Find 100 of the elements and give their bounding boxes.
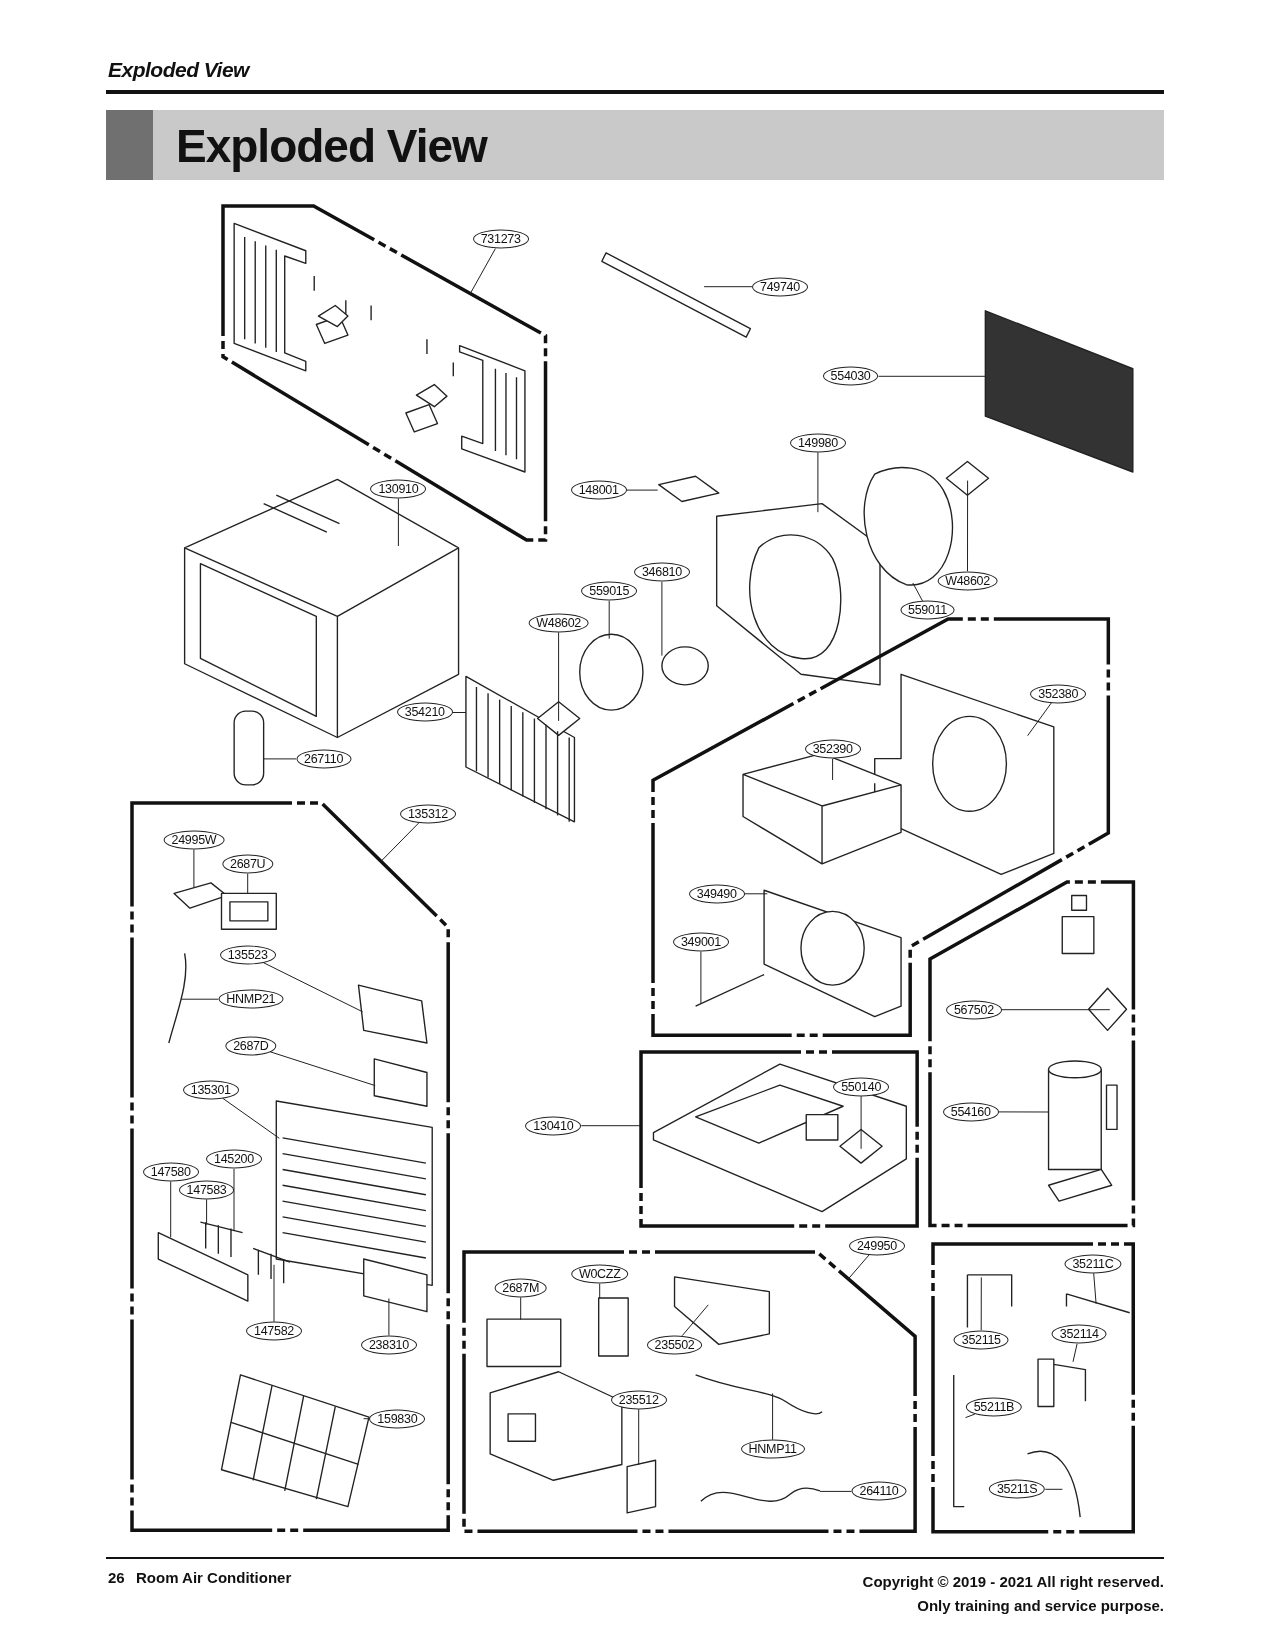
leader-line bbox=[193, 849, 195, 888]
callout-number: 149980 bbox=[789, 433, 846, 453]
callout-number: 235512 bbox=[610, 1390, 667, 1410]
leader-line bbox=[580, 1125, 642, 1127]
callout-number: 349001 bbox=[672, 932, 729, 952]
leader-line bbox=[1027, 702, 1052, 737]
leader-line bbox=[222, 1097, 280, 1139]
leader-line bbox=[247, 873, 249, 895]
leader-line bbox=[980, 1276, 982, 1331]
leader-line bbox=[269, 1051, 376, 1087]
leader-line bbox=[397, 498, 399, 547]
callout-number: 147582 bbox=[246, 1321, 302, 1341]
callout-number: 267110 bbox=[296, 749, 352, 769]
callout-number: 346810 bbox=[633, 562, 690, 582]
callout-number: 567502 bbox=[945, 1000, 1002, 1020]
part-group-outline bbox=[653, 618, 1109, 1035]
callout-number: 731273 bbox=[472, 229, 529, 249]
callout-number: 2687M bbox=[494, 1278, 547, 1298]
leader-line bbox=[1044, 1488, 1063, 1490]
leader-line bbox=[1093, 1272, 1097, 1305]
callout-number: 24995W bbox=[163, 830, 225, 850]
leader-line bbox=[819, 1490, 852, 1492]
leader-line bbox=[967, 480, 969, 572]
leader-line bbox=[608, 600, 610, 640]
callout-number: 352114 bbox=[1051, 1324, 1107, 1344]
callout-number: 55211B bbox=[965, 1397, 1023, 1417]
callout-number: 352115 bbox=[953, 1330, 1009, 1350]
callout-number: 238310 bbox=[360, 1335, 417, 1355]
callout-number: 135523 bbox=[219, 945, 276, 965]
leader-line bbox=[1072, 1343, 1078, 1363]
callout-number: 559011 bbox=[900, 600, 955, 620]
callout-number: HNMP11 bbox=[740, 1439, 805, 1459]
callout-number: 550140 bbox=[833, 1077, 890, 1097]
callout-number: W48602 bbox=[528, 613, 589, 633]
callout-number: W48602 bbox=[937, 571, 998, 591]
callout-number: 135312 bbox=[399, 804, 456, 824]
leader-line bbox=[878, 375, 986, 377]
callout-number: 130910 bbox=[370, 479, 427, 499]
leader-line bbox=[860, 1095, 862, 1150]
callout-number: HNMP21 bbox=[218, 989, 284, 1009]
callout-number: 354210 bbox=[396, 703, 453, 722]
usage-note: Only training and service purpose. bbox=[917, 1597, 1164, 1614]
leader-line bbox=[388, 1298, 390, 1336]
leader-line bbox=[626, 489, 659, 491]
callout-number: 352390 bbox=[804, 739, 861, 759]
leader-line bbox=[263, 962, 364, 1013]
leader-line bbox=[681, 1304, 709, 1337]
leader-line bbox=[273, 1264, 275, 1323]
callout-number: 35211C bbox=[1064, 1254, 1122, 1274]
callout-number: 147580 bbox=[142, 1162, 199, 1182]
callout-number: 2687U bbox=[222, 854, 274, 874]
leader-line bbox=[1001, 1009, 1111, 1011]
callout-number: 264110 bbox=[851, 1481, 907, 1501]
callout-number: 135301 bbox=[182, 1080, 239, 1100]
leader-line bbox=[263, 758, 297, 760]
part-group-outline bbox=[131, 803, 448, 1531]
leader-line bbox=[912, 582, 923, 602]
leader-line bbox=[847, 1254, 870, 1280]
part-group-outline bbox=[932, 1243, 1133, 1532]
callout-number: 249950 bbox=[848, 1236, 905, 1256]
leader-line bbox=[661, 581, 663, 657]
running-header: Exploded View bbox=[108, 58, 249, 82]
callout-number: 349490 bbox=[688, 884, 745, 904]
page-title: Exploded View bbox=[176, 119, 487, 173]
callout-number: 35211S bbox=[988, 1479, 1046, 1499]
callout-number: 352380 bbox=[1030, 684, 1087, 703]
callout-number: 159830 bbox=[369, 1409, 426, 1429]
leader-line bbox=[363, 1418, 370, 1420]
part-group-outline bbox=[929, 882, 1133, 1226]
callout-number: 559015 bbox=[581, 581, 638, 601]
leader-line bbox=[470, 248, 496, 294]
callout-number: 130410 bbox=[525, 1116, 582, 1136]
callout-number: 147583 bbox=[178, 1180, 235, 1200]
callout-number: 749740 bbox=[752, 277, 808, 297]
leader-line bbox=[558, 631, 560, 722]
part-group-outline bbox=[640, 1051, 917, 1226]
leader-line bbox=[998, 1111, 1050, 1113]
callout-number: 235502 bbox=[646, 1335, 703, 1355]
leader-line bbox=[703, 286, 753, 288]
leader-line bbox=[638, 1408, 640, 1466]
leader-line bbox=[599, 1283, 601, 1299]
leader-line bbox=[772, 1392, 774, 1441]
part-group-outline bbox=[223, 205, 546, 540]
leader-line bbox=[206, 1198, 208, 1226]
leader-line bbox=[832, 758, 834, 781]
leader-line bbox=[520, 1297, 522, 1321]
leader-line bbox=[744, 893, 768, 895]
callout-number: 148001 bbox=[570, 480, 627, 500]
copyright-text: Copyright © 2019 - 2021 All right reserved. bbox=[862, 1573, 1164, 1590]
leader-line bbox=[452, 712, 467, 713]
callout-number: 145200 bbox=[206, 1149, 262, 1169]
part-group-outline bbox=[463, 1252, 915, 1532]
leader-line bbox=[965, 1413, 976, 1419]
callout-number: 2687D bbox=[225, 1036, 277, 1056]
callout-number: 554160 bbox=[942, 1102, 999, 1122]
leader-line bbox=[170, 1181, 172, 1238]
leader-line bbox=[380, 822, 420, 862]
leader-line bbox=[233, 1168, 235, 1232]
page-number: 26 bbox=[108, 1569, 125, 1586]
leader-line bbox=[700, 951, 702, 1004]
